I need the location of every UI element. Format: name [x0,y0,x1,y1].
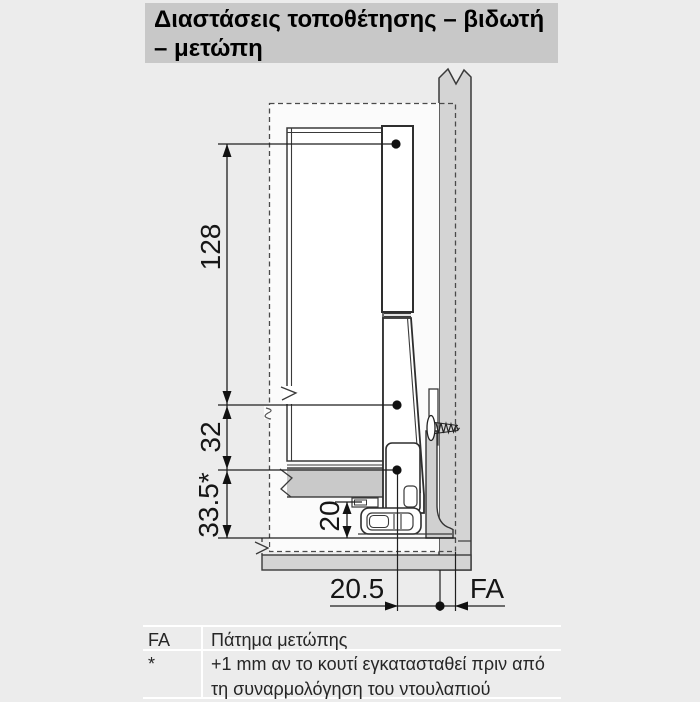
drawer-envelope-dashed [268,102,457,553]
dim-20-5-label: 20.5 [330,573,385,604]
callout-dots [218,139,456,539]
runner-unit [358,507,452,535]
cabinet-bottom-panel [261,540,472,571]
drawer-side-wall [280,127,388,466]
gallery-rail [381,125,414,318]
dim-32-label: 32 [195,421,226,452]
dim-chain-vertical: 128 32 33.5* [193,144,232,538]
dim-20-label: 20 [314,500,345,531]
drawer-bottom-board [277,466,389,499]
dashed-line-break [264,406,275,420]
dim-fa-label: FA [470,573,505,604]
mounting-screw-icon [426,414,460,442]
dim-bottom: 20.5 FA [330,474,505,611]
dim-33-5-label: 33.5* [193,472,224,537]
dim-20: 20 [314,500,362,538]
page-title-line2: – μετώπη [154,35,263,62]
cabinet-bottom-break [254,538,270,555]
locking-device [351,442,421,514]
dim-128-label: 128 [195,224,226,271]
page-title-line1: Διαστάσεις τοποθέτησης – βιδωτή [154,6,545,33]
title-bar: Διαστάσεις τοποθέτησης – βιδωτή – μετώπη [145,3,558,63]
